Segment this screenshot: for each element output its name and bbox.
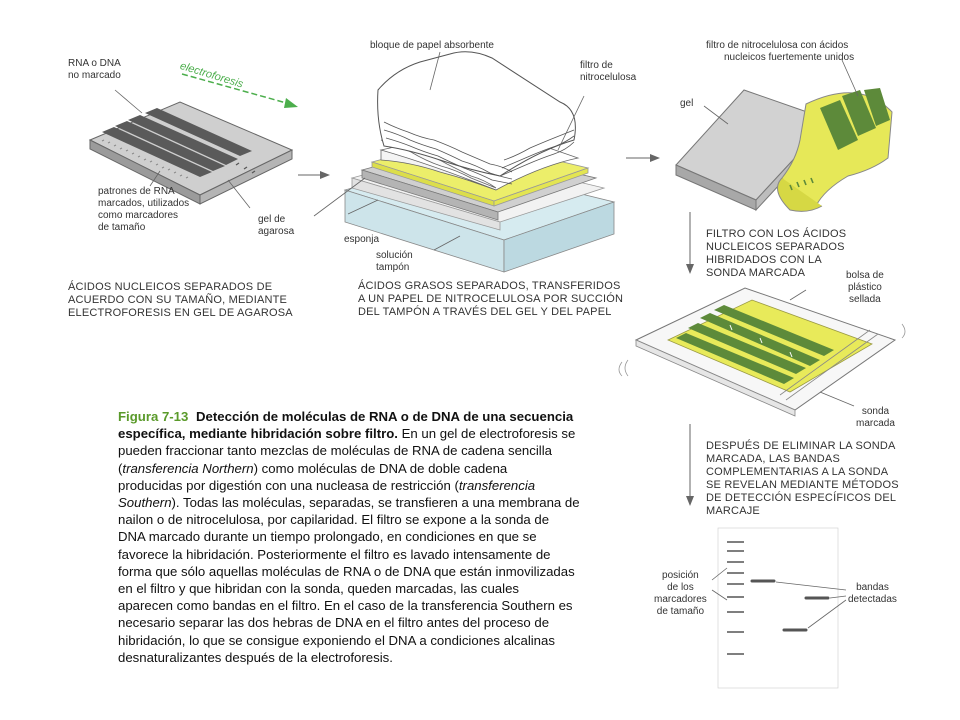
- label-filter-with-nucleic-acids: filtro de nitrocelulosa con ácidos nucle…: [706, 40, 855, 63]
- caption-step-4: DESPUÉS DE ELIMINAR LA SONDA MARCADA, LA…: [706, 440, 899, 517]
- caption-line: hibridación, lo que se consigue exponien…: [118, 632, 555, 648]
- bag-band-marks: [729, 324, 793, 358]
- label-sponge: esponja: [344, 234, 380, 245]
- label-buffer-solution: solución tampón: [376, 250, 413, 273]
- caption-line: producidas por digestión con una nucleas…: [118, 477, 623, 494]
- caption-line: específica, mediante hibridación sobre f…: [118, 425, 623, 442]
- autoradiograph: [717, 527, 839, 689]
- filter-bands: [820, 88, 890, 150]
- transfer-term: transferencia: [458, 477, 536, 493]
- southern-term: Southern: [118, 495, 172, 511]
- northern-term: transferencia Northern: [122, 460, 254, 476]
- panel5-leader-lines: [711, 567, 847, 629]
- caption-text: En un gel de electroforesis se: [397, 426, 576, 442]
- label-labeled-probe: sonda marcada: [856, 406, 895, 429]
- panel1-leader-lines: [114, 89, 251, 209]
- caption-text: ). Todas las moléculas, separadas, se tr…: [171, 495, 580, 511]
- caption-line: forma que sólo aquellas moléculas de RNA…: [118, 563, 575, 579]
- figure-caption: Figura 7-13 Detección de moléculas de RN…: [118, 408, 623, 666]
- caption-step-2: ÁCIDOS GRASOS SEPARADOS, TRANSFERIDOS A …: [358, 280, 624, 318]
- step-arrow-3: [686, 212, 694, 274]
- caption-text: ) como moléculas de DNA de doble cadena: [253, 460, 508, 476]
- figure-title-1: Detección de moléculas de RNA o de DNA d…: [196, 409, 574, 424]
- caption-line: (transferencia Northern) como moléculas …: [118, 460, 508, 476]
- caption-line: Figura 7-13 Detección de moléculas de RN…: [118, 408, 623, 425]
- caption-line: aparecen como bandas en el filtro. En el…: [118, 598, 573, 614]
- step-arrow-1: [298, 171, 330, 179]
- caption-step-3: FILTRO CON LOS ÁCIDOS NUCLEICOS SEPARADO…: [706, 228, 847, 279]
- caption-line: Southern). Todas las moléculas, separada…: [118, 494, 623, 511]
- label-sealed-bag: bolsa de plástico sellada: [846, 270, 884, 305]
- panel3-leader-lines: [703, 59, 859, 125]
- caption-line: favorece la hibridación. Posteriormente …: [118, 546, 551, 562]
- paper-top-sheet: [377, 51, 576, 177]
- panel4-leader-lines: [789, 289, 855, 407]
- electrophoresis-arrow: [181, 73, 298, 108]
- caption-line: DNA marcado durante un tiempo prolongado…: [118, 529, 537, 545]
- caption-line: nailon o de nitrocelulosa, por capilarid…: [118, 512, 550, 528]
- label-agarose-gel: gel de agarosa: [258, 214, 295, 237]
- label-size-markers: patrones de RNA marcados, utilizados com…: [98, 186, 190, 233]
- panel2-leader-lines: [313, 51, 585, 251]
- caption-line: desnaturalizantes después de la electrof…: [118, 649, 393, 665]
- label-absorbent-paper: bloque de papel absorbente: [370, 40, 494, 51]
- caption-line: necesario separar las dos hebras de DNA …: [118, 615, 550, 631]
- label-gel: gel: [680, 98, 694, 109]
- label-marker-positions: posición de los marcadores de tamaño: [654, 570, 707, 617]
- step-arrow-4: [686, 424, 694, 506]
- caption-text: producidas por digestión con una nucleas…: [118, 477, 459, 493]
- probe-ripples: [618, 323, 906, 377]
- caption-step-1: ÁCIDOS NUCLEICOS SEPARADOS DE ACUERDO CO…: [68, 281, 293, 319]
- peeled-filter-assembly: [675, 88, 893, 212]
- step-arrow-2: [626, 154, 660, 162]
- caption-line: pueden fraccionar tanto mezclas de moléc…: [118, 443, 552, 459]
- paper-edges: [383, 121, 575, 185]
- filter-marker-dashes: [789, 177, 814, 191]
- gel-marker-lane: [235, 162, 256, 174]
- label-nitrocellulose-filter: filtro de nitrocelulosa: [580, 60, 637, 83]
- figure-title-2: específica, mediante hibridación sobre f…: [118, 426, 398, 442]
- label-detected-bands: bandas detectadas: [848, 582, 897, 605]
- label-unlabeled-sample: RNA o DNA no marcado: [68, 58, 121, 81]
- transfer-stack: [343, 51, 616, 273]
- agarose-gel-slab: [88, 101, 294, 205]
- sealed-plastic-bag: [618, 287, 906, 417]
- figure-number: Figura 7-13: [118, 409, 189, 424]
- caption-line: en el filtro y que hibridan con la sonda…: [118, 581, 520, 597]
- detected-bands: [750, 579, 830, 632]
- gel-sample-lanes: [102, 108, 252, 177]
- size-marker-bands: [727, 541, 744, 655]
